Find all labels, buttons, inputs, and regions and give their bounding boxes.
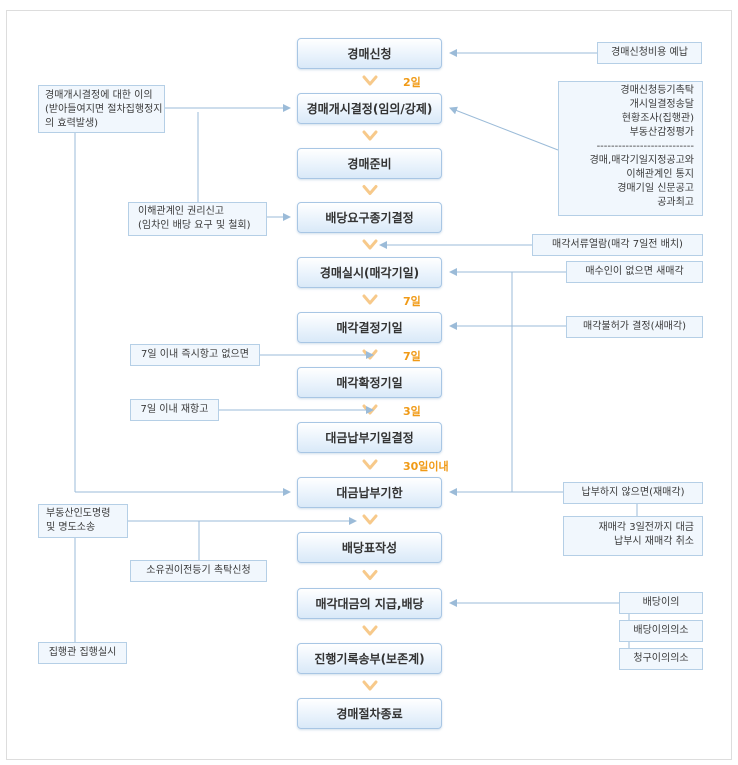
note-bailiff-execution: 집행관 집행실시 <box>38 642 127 664</box>
flow-arrow-icon <box>362 75 378 86</box>
note-no-buyer: 매수인이 없으면 새매각 <box>566 261 703 283</box>
diagram-frame <box>6 10 732 760</box>
note-claim-objection-suit: 청구이의의소 <box>619 648 703 670</box>
note-line: 경매기일 신문공고 <box>617 183 694 194</box>
note-line: 납부시 재매각 취소 <box>614 536 694 547</box>
flow-arrow-icon <box>362 514 378 525</box>
note-line: 이해관계인 통지 <box>626 169 694 180</box>
flow-arrow-icon <box>362 680 378 691</box>
step-auction-application: 경매신청 <box>297 38 442 69</box>
step-dividend-deadline-decision: 배당요구종기결정 <box>297 202 442 233</box>
interval-label: 7일 <box>403 295 421 308</box>
note-line: (임차인 배당 요구 및 철회) <box>138 220 251 231</box>
note-document-browsing: 매각서류열람(매각 7일전 배치) <box>532 234 703 256</box>
note-cost-deposit: 경매신청비용 예납 <box>597 42 702 64</box>
step-payment-distribution: 매각대금의 지급,배당 <box>297 588 442 619</box>
note-line: 공과최고 <box>657 197 694 208</box>
note-unpaid-resale: 납부하지 않으면(재매각) <box>563 482 703 504</box>
step-auction-execution: 경매실시(매각기일) <box>297 257 442 288</box>
note-dividend-objection: 배당이의 <box>619 592 703 614</box>
note-line: 경매신청등기촉탁 <box>620 85 694 96</box>
interval-label: 30일이내 <box>403 460 449 473</box>
note-preparation-tasks: 경매신청등기촉탁 개시일결정송달 현황조사(집행관) 부동산감정평가 -----… <box>558 81 703 216</box>
flow-arrow-icon <box>362 239 378 250</box>
note-divider: --------------------------- <box>596 141 694 152</box>
step-payment-date-decision: 대금납부기일결정 <box>297 422 442 453</box>
step-payment-deadline: 대금납부기한 <box>297 477 442 508</box>
interval-label: 2일 <box>403 76 421 89</box>
step-sale-decision-date: 매각결정기일 <box>297 312 442 343</box>
step-dividend-table: 배당표작성 <box>297 532 442 563</box>
flow-arrow-icon <box>362 570 378 580</box>
note-line: 경매개시결정에 대한 이의 <box>45 90 153 101</box>
note-line: 이해관계인 권리신고 <box>138 206 224 217</box>
note-line: 경매,매각기일지정공고와 <box>589 155 694 166</box>
note-delivery-order: 부동산인도명령 및 명도소송 <box>38 504 128 538</box>
step-auction-preparation: 경매준비 <box>297 148 442 179</box>
note-line: 부동산인도명령 <box>46 508 111 519</box>
interval-label: 7일 <box>403 350 421 363</box>
note-resale-cancel: 재매각 3일전까지 대금 납부시 재매각 취소 <box>563 516 703 556</box>
note-start-objection: 경매개시결정에 대한 이의 (받아들여지면 절차집행정지 의 효력발생) <box>38 85 165 133</box>
flow-arrow-icon <box>362 294 378 305</box>
note-dividend-objection-suit: 배당이의의소 <box>619 620 703 642</box>
note-line: 개시일결정송달 <box>629 99 694 110</box>
connector-prep <box>449 106 559 151</box>
flow-arrow-icon <box>362 185 378 195</box>
note-line: 부동산감정평가 <box>629 127 694 138</box>
note-ownership-transfer: 소유권이전등기 촉탁신청 <box>130 560 267 582</box>
note-sale-disallowed: 매각불허가 결정(새매각) <box>566 316 703 338</box>
step-auction-start-decision: 경매개시결정(임의/강제) <box>297 93 442 124</box>
flow-arrows <box>362 75 378 691</box>
step-sale-confirmation-date: 매각확정기일 <box>297 367 442 398</box>
flow-arrow-icon <box>362 625 378 636</box>
note-line: 의 효력발생) <box>45 118 99 129</box>
flow-arrow-icon <box>362 459 378 470</box>
note-line: 및 명도소송 <box>46 522 96 533</box>
step-procedure-end: 경매절차종료 <box>297 698 442 729</box>
interval-label: 3일 <box>403 405 421 418</box>
note-re-appeal: 7일 이내 재항고 <box>130 399 219 421</box>
flow-arrow-icon <box>362 130 378 141</box>
step-record-transfer: 진행기록송부(보존계) <box>297 643 442 674</box>
note-line: 재매각 3일전까지 대금 <box>598 522 694 533</box>
note-immediate-appeal: 7일 이내 즉시항고 없으면 <box>130 344 260 366</box>
note-rights-report: 이해관계인 권리신고 (임차인 배당 요구 및 철회) <box>128 202 267 236</box>
note-line: 현황조사(집행관) <box>621 113 694 124</box>
note-line: (받아들여지면 절차집행정지 <box>45 104 163 115</box>
